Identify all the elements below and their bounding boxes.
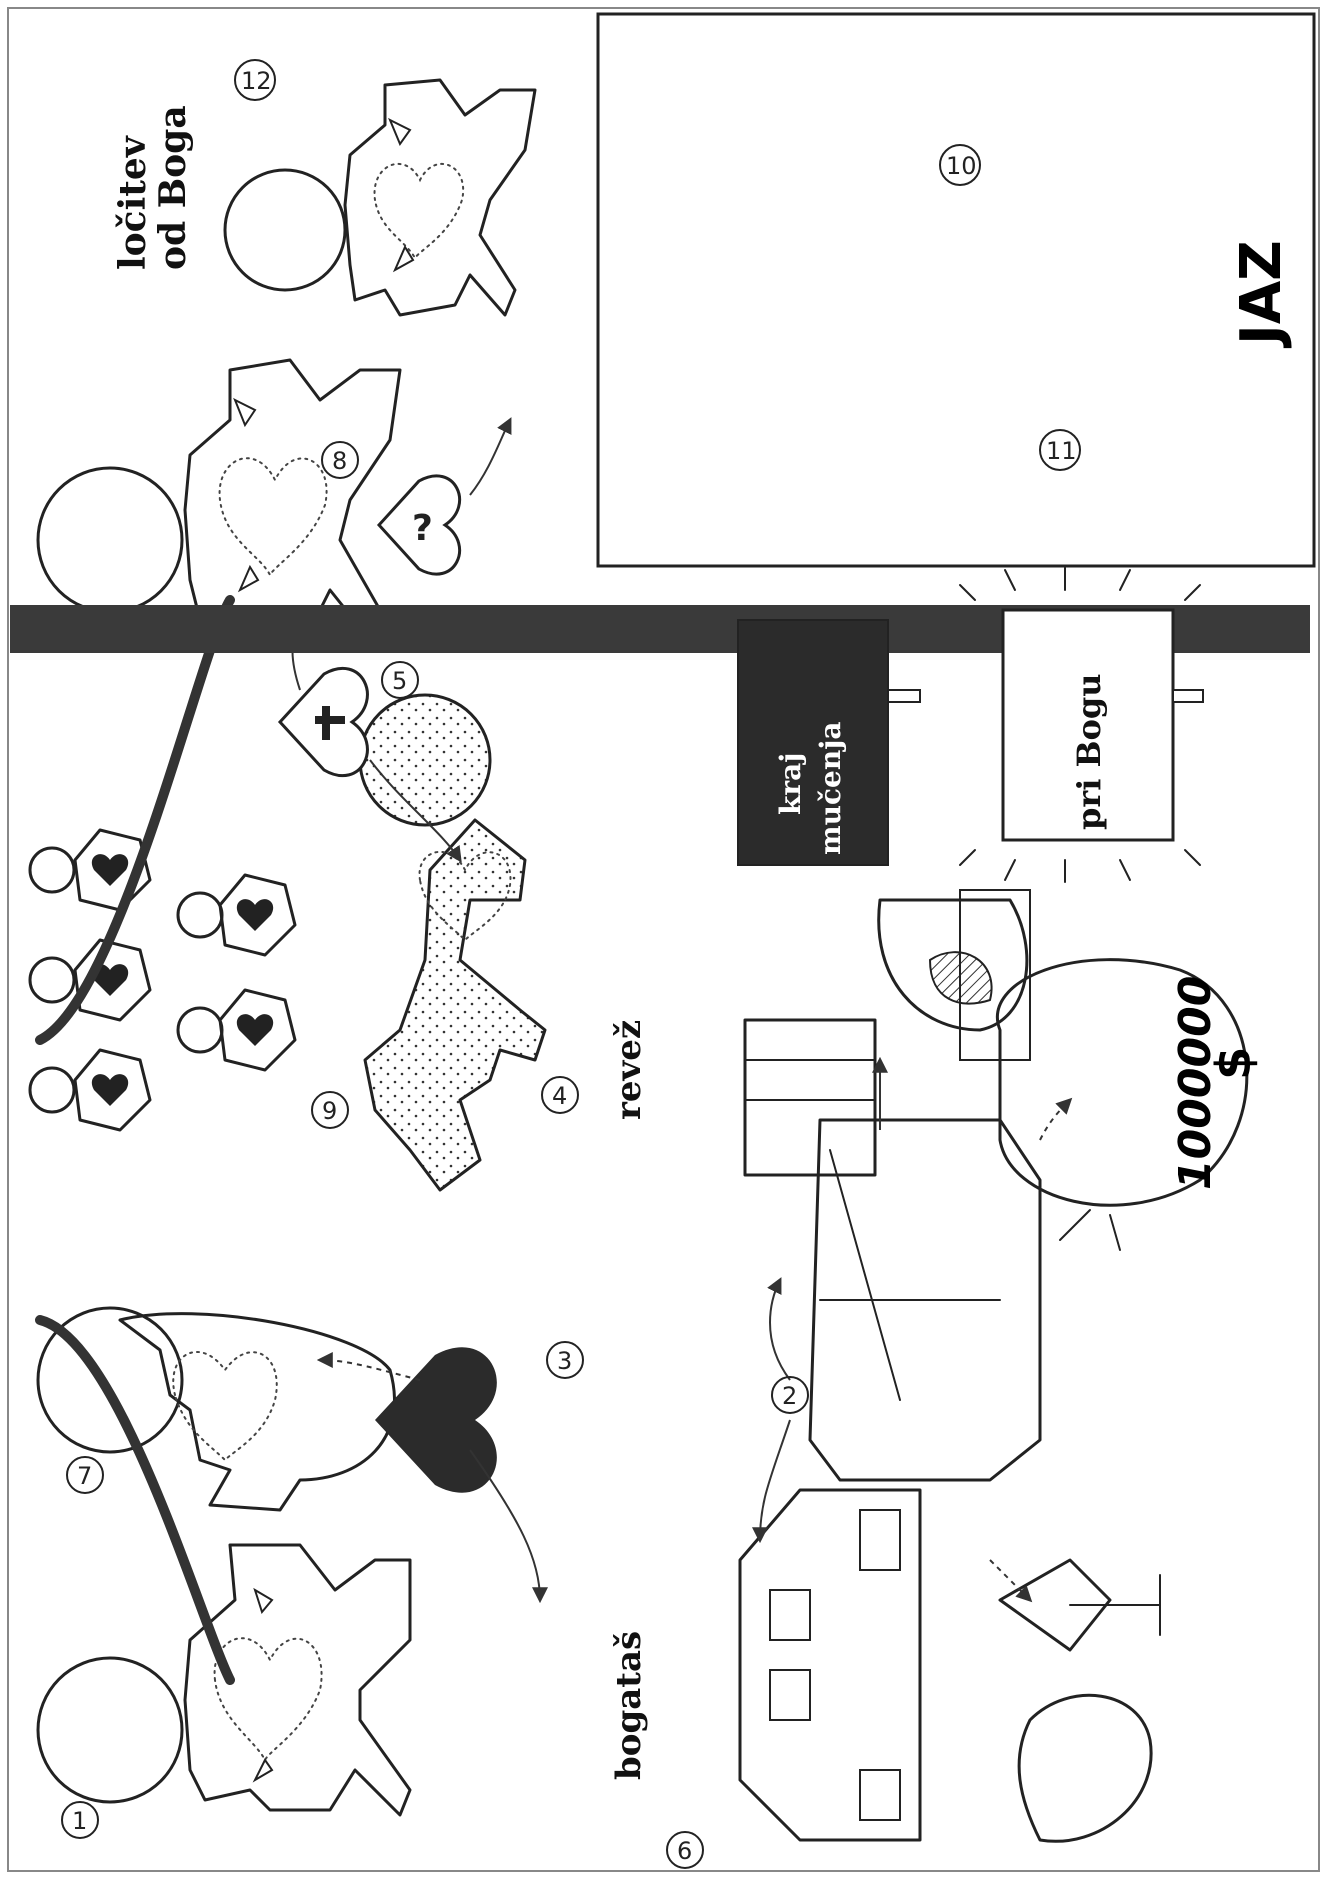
label-bogatas: bogataš [609, 1631, 649, 1780]
svg-text:4: 4 [552, 1082, 567, 1110]
svg-text:11: 11 [1046, 437, 1077, 465]
figure-poor-man [360, 695, 545, 1190]
goblet-icon [1000, 1560, 1160, 1650]
label-revez: revež [609, 1020, 649, 1120]
number-2: 2 [772, 1377, 808, 1413]
jaz-panel [598, 14, 1314, 566]
svg-text:2: 2 [782, 1382, 797, 1410]
vase-icon [1019, 1695, 1151, 1841]
heart-cross-icon [280, 668, 367, 775]
svg-text:?: ? [412, 508, 433, 549]
figure-standing [38, 360, 400, 640]
label-locitev-2: od Boga [152, 105, 194, 270]
roast-chicken-icon [879, 890, 1030, 1060]
sign-dark-text-2: mučenja [814, 722, 847, 855]
svg-text:10: 10 [946, 152, 977, 180]
svg-text:8: 8 [332, 447, 347, 475]
moneybag-symbol: $ [1206, 1047, 1262, 1080]
number-8: 8 [322, 442, 358, 478]
figure-jaz [225, 80, 535, 315]
separation-curve-upper [40, 600, 230, 1040]
label-locitev-1: ločitev [112, 135, 154, 270]
number-3: 3 [547, 1342, 583, 1378]
figure-rich-man [38, 1545, 410, 1815]
number-9: 9 [312, 1092, 348, 1128]
number-7: 7 [67, 1457, 103, 1493]
number-5: 5 [382, 662, 418, 698]
number-4: 4 [542, 1077, 578, 1113]
svg-text:9: 9 [322, 1097, 337, 1125]
svg-text:1: 1 [72, 1807, 87, 1835]
figure-group [30, 830, 295, 1130]
svg-text:3: 3 [557, 1347, 572, 1375]
dark-heart-icon [375, 1347, 497, 1492]
number-10: 10 [940, 145, 980, 185]
house-icon [740, 1490, 920, 1840]
page-border [8, 8, 1319, 1871]
svg-text:12: 12 [241, 67, 272, 95]
svg-text:6: 6 [677, 1837, 692, 1865]
moneybag-amount: 1000000 [1170, 976, 1221, 1190]
number-11: 11 [1040, 430, 1080, 470]
svg-text:7: 7 [77, 1462, 92, 1490]
number-6: 6 [667, 1832, 703, 1868]
sign-light-text: pri Bogu [1070, 673, 1108, 830]
separation-curve-lower [40, 1320, 230, 1680]
number-12: 12 [235, 60, 275, 100]
svg-text:5: 5 [392, 667, 407, 695]
money-stack-icon [745, 1020, 875, 1175]
label-jaz: JAZ [1229, 240, 1294, 349]
heart-question-icon: ? [379, 476, 460, 574]
number-markers: 1 2 3 4 5 6 7 8 9 10 11 12 [62, 60, 1080, 1868]
sign-dark-text-1: kraj [774, 753, 807, 815]
number-1: 1 [62, 1802, 98, 1838]
